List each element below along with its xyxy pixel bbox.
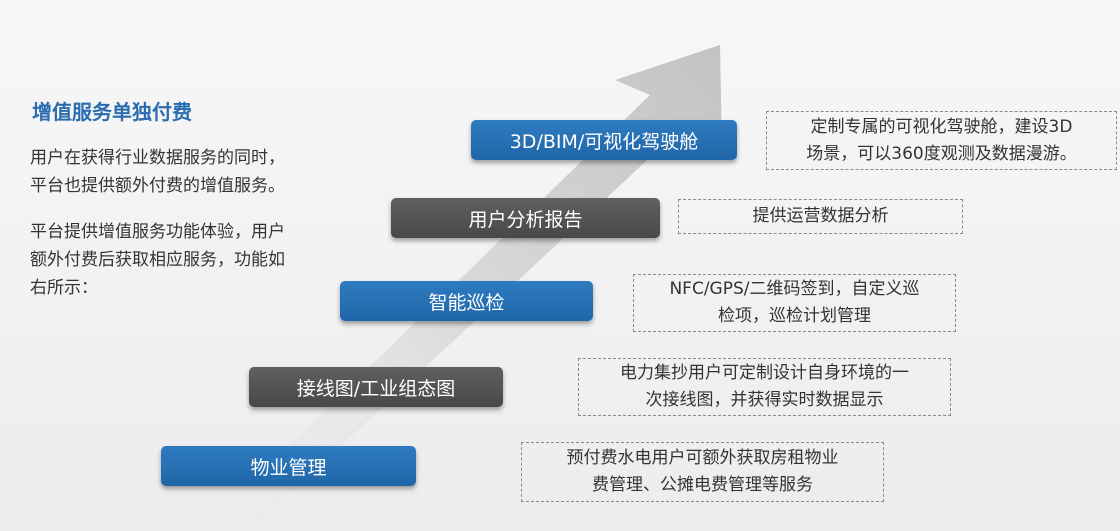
feature-desc-smart-inspection: NFC/GPS/二维码签到，自定义巡检项，巡检计划管理: [633, 274, 956, 332]
text-line: 提供运营数据分析: [752, 206, 889, 226]
text-line: 费管理、公摊电费管理等服务: [592, 475, 813, 495]
feature-desc-wiring-diagram: 电力集抄用户可定制设计自身环境的一次接线图，并获得实时数据显示: [578, 358, 951, 416]
text-line: 右所示：: [30, 278, 98, 298]
feature-wiring-diagram: 接线图/工业组态图: [249, 367, 503, 407]
text-line: 用户在获得行业数据服务的同时，: [30, 148, 285, 168]
text-line: 额外付费后获取相应服务，功能如: [30, 250, 285, 270]
intro-paragraph: 用户在获得行业数据服务的同时， 平台也提供额外付费的增值服务。: [30, 144, 285, 200]
text-line: 定制专属的可视化驾驶舱，建设3D: [810, 116, 1073, 137]
text-line: NFC/GPS/二维码签到，自定义巡: [669, 279, 920, 299]
feature-3d-bim-cockpit: 3D/BIM/可视化驾驶舱: [471, 120, 737, 160]
text-line: 平台提供增值服务功能体验，用户: [30, 222, 285, 242]
section-title: 增值服务单独付费: [32, 100, 192, 124]
feature-desc-3d-bim: 定制专属的可视化驾驶舱，建设3D 场景，可以360度观测及数据漫游。: [766, 111, 1117, 170]
feature-property-management: 物业管理: [161, 446, 416, 486]
text-line: 电力集抄用户可定制设计自身环境的一: [620, 363, 909, 383]
text-line: 场景，可以360度观测及数据漫游。: [806, 143, 1077, 164]
feature-desc-property-management: 预付费水电用户可额外获取房租物业费管理、公摊电费管理等服务: [521, 442, 884, 502]
text-line: 检项，巡检计划管理: [717, 306, 871, 326]
feature-desc-user-analysis: 提供运营数据分析: [678, 199, 963, 234]
feature-smart-inspection: 智能巡检: [340, 281, 593, 321]
text-line: 平台也提供额外付费的增值服务。: [30, 176, 285, 196]
detail-paragraph: 平台提供增值服务功能体验，用户 额外付费后获取相应服务，功能如 右所示：: [30, 218, 285, 302]
text-line: 次接线图，并获得实时数据显示: [645, 390, 884, 410]
text-line: 预付费水电用户可额外获取房租物业: [566, 448, 839, 468]
feature-user-analysis-report: 用户分析报告: [391, 198, 660, 238]
